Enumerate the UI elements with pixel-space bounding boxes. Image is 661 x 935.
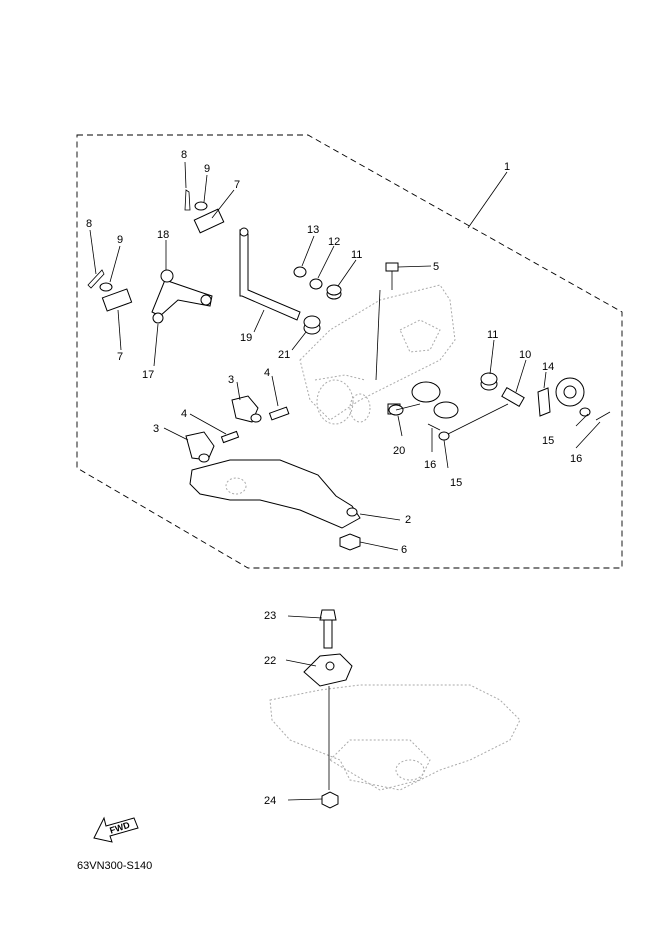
callout-22: 22 [264,655,276,667]
clip-8-top [184,189,191,211]
diagram-code: 63VN300-S140 [77,860,153,872]
leader-lines [89,161,601,801]
callout-3-upper: 3 [228,374,234,386]
washer-13 [293,266,307,278]
callout-3-lower: 3 [153,423,159,435]
pin-4-lower [220,430,240,444]
callout-13: 13 [307,224,319,236]
connector-3-upper [231,395,262,423]
shift-lever [151,269,213,324]
grommet-11-right [480,372,498,391]
engine-bracket-outline [299,284,456,425]
callout-8-left: 8 [86,218,92,230]
callout-4-upper: 4 [264,367,270,379]
callout-21: 21 [278,349,290,361]
callout-6: 6 [401,544,407,556]
callout-19: 19 [240,332,252,344]
callout-12: 12 [328,236,340,248]
cotter-pin-16-right [595,411,611,421]
callout-1: 1 [504,161,510,173]
callout-5: 5 [433,261,439,273]
callout-16-right: 16 [570,453,582,465]
callout-23: 23 [264,610,276,622]
callout-11-top: 11 [351,249,362,261]
bolt-20 [388,403,421,416]
callout-15-right: 15 [542,435,554,447]
connector-7-top [193,208,225,234]
callout-10: 10 [519,349,531,361]
mount-bracket-outline [269,684,521,791]
callout-9-left: 9 [117,234,123,246]
callout-14: 14 [542,361,554,373]
washer-15-left [438,431,450,441]
grommet-21 [303,315,321,335]
connector-7-left [101,288,133,312]
assembly-boundary [76,134,623,569]
grommet-11-top [326,284,342,300]
callout-8-top: 8 [181,149,187,161]
cotter-pin-16-left [427,423,441,431]
washer-9-left [99,282,113,292]
clip-8-left [87,269,105,289]
callout-18: 18 [157,229,169,241]
throttle-cam-link [501,377,585,417]
nut-6 [339,533,361,551]
callout-4-lower: 4 [181,408,187,420]
callout-2: 2 [405,514,411,526]
callout-20: 20 [393,445,405,457]
bolt-23 [319,609,337,649]
nut-24 [321,791,339,809]
connector-3-lower [185,431,215,463]
washer-15-right [579,407,591,417]
callout-9-top: 9 [204,163,210,175]
callout-11-right: 11 [487,329,498,341]
washer-12 [309,278,323,290]
callout-labels: 1 8 9 7 8 9 18 7 17 19 13 12 11 21 5 11 … [86,149,582,807]
callout-15-left: 15 [450,477,462,489]
callout-17: 17 [142,369,154,381]
plate-22 [303,653,353,687]
callout-7-left: 7 [117,351,123,363]
throttle-link-rod [239,227,301,321]
pin-4-upper [268,406,290,421]
bolt-5 [375,262,399,381]
bracket-plate-2 [189,459,361,529]
fwd-arrow-icon: FWD [93,816,139,843]
callout-24: 24 [264,795,276,807]
link-wire [447,403,509,435]
washer-9-top [194,201,208,211]
callout-16-left: 16 [424,459,436,471]
callout-7-top: 7 [234,179,240,191]
